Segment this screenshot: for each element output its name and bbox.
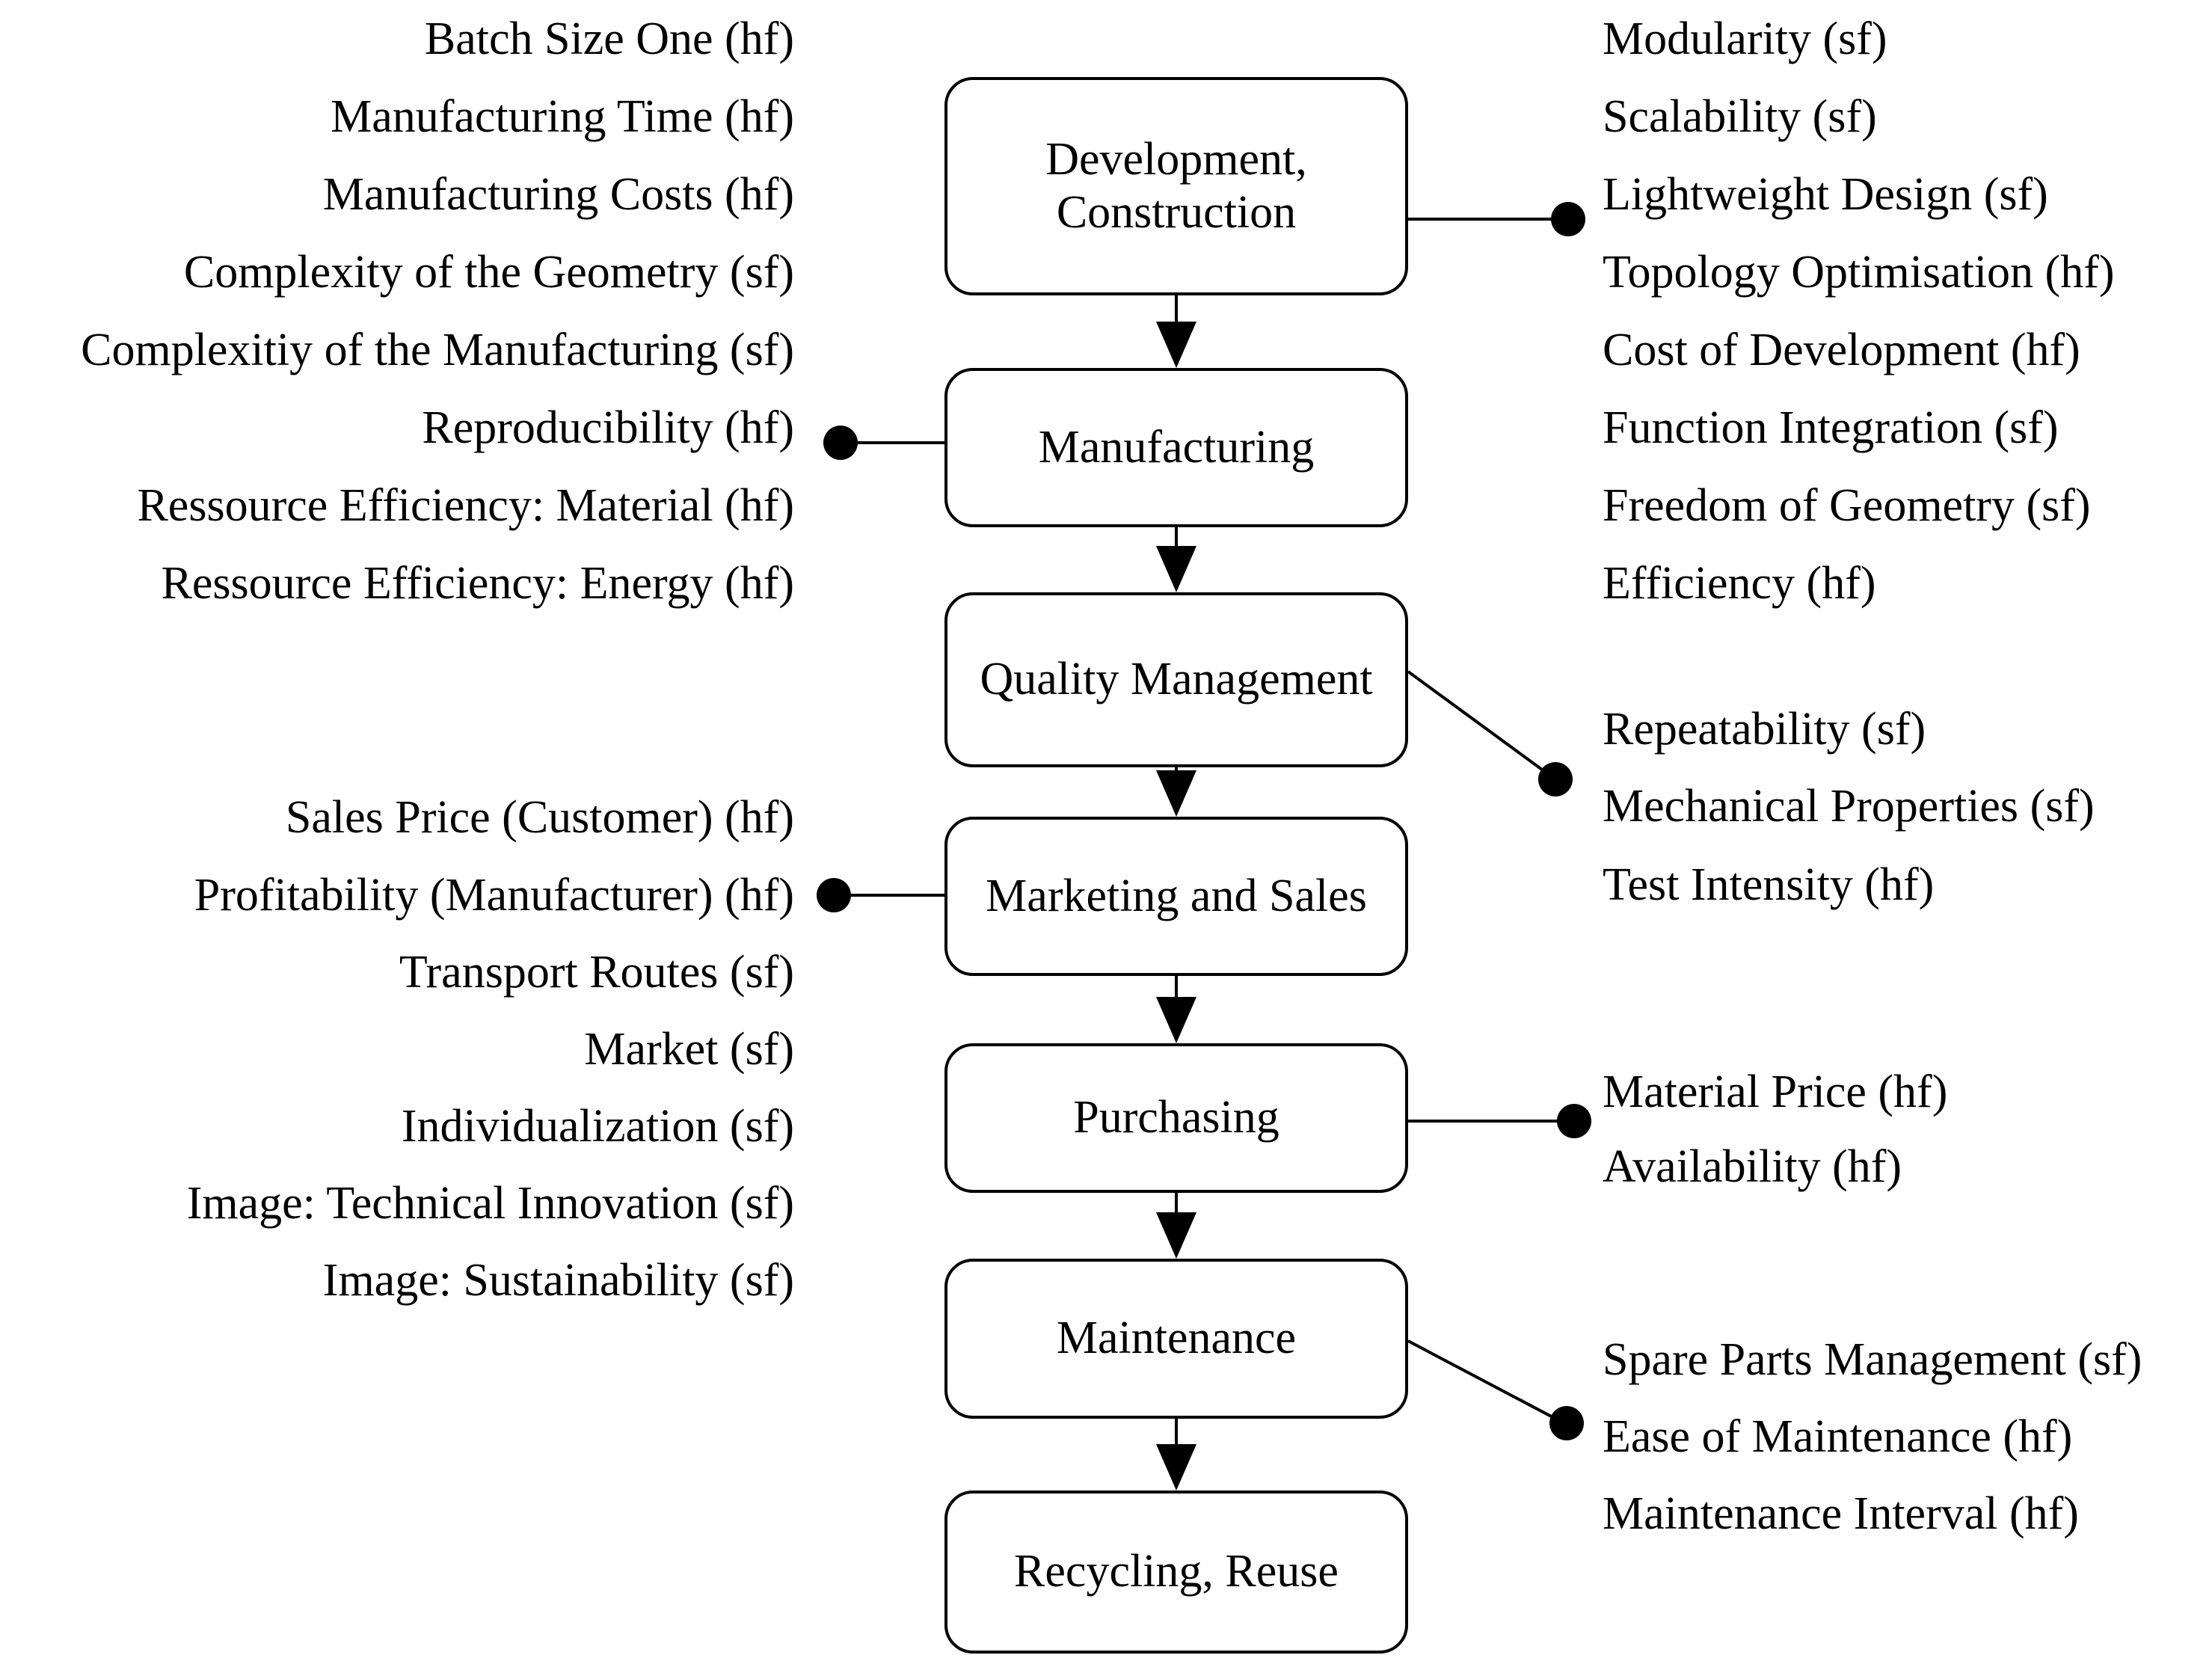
factor-item: Modularity (sf) [1603, 13, 1887, 64]
flow-line [1175, 767, 1178, 770]
factor-item: Image: Technical Innovation (sf) [186, 1177, 794, 1229]
factor-item: Reproducibility (hf) [422, 402, 794, 453]
factor-item: Transport Routes (sf) [399, 946, 794, 998]
process-box-purchasing: Purchasing [944, 1043, 1408, 1193]
connector-dot [1549, 1406, 1584, 1440]
factor-item: Lightweight Design (sf) [1603, 168, 2048, 220]
process-box-manufacturing: Manufacturing [944, 368, 1408, 527]
arrow-down-icon [1156, 997, 1196, 1043]
factor-item: Market (sf) [584, 1023, 794, 1075]
connector-line [1408, 218, 1568, 221]
flow-line [1175, 976, 1178, 997]
process-box-label: Maintenance [1056, 1313, 1297, 1364]
factor-item: Manufacturing Costs (hf) [322, 168, 794, 220]
factor-item: Manufacturing Time (hf) [331, 90, 794, 142]
factor-item: Ressource Efficiency: Material (hf) [137, 479, 794, 531]
connector-line [1407, 670, 1557, 781]
process-box-label: Purchasing [1073, 1092, 1279, 1143]
factor-item: Individualization (sf) [401, 1100, 794, 1152]
connector-dot [817, 878, 851, 912]
process-box-quality-management: Quality Management [944, 592, 1408, 767]
process-box-recycling-reuse: Recycling, Reuse [944, 1491, 1408, 1654]
connector-dot [1538, 762, 1573, 796]
process-box-label: Quality Management [980, 654, 1373, 705]
connector-line [1407, 1339, 1568, 1426]
factor-item: Topology Optimisation (hf) [1603, 246, 2115, 298]
arrow-down-icon [1156, 546, 1196, 592]
factor-item: Spare Parts Management (sf) [1603, 1333, 2142, 1385]
process-box-development-construction: Development, Construction [944, 77, 1408, 295]
flow-line [1175, 1419, 1178, 1444]
process-box-marketing-and-sales: Marketing and Sales [944, 817, 1408, 976]
factor-item: Sales Price (Customer) (hf) [285, 791, 794, 843]
connector-dot [1551, 202, 1585, 236]
factor-item: Mechanical Properties (sf) [1603, 780, 2095, 832]
factor-item: Complexitiy of the Manufacturing (sf) [81, 324, 794, 375]
connector-dot [1557, 1104, 1591, 1138]
flow-line [1175, 1193, 1178, 1212]
factor-item: Maintenance Interval (hf) [1603, 1488, 2079, 1539]
factor-item: Freedom of Geometry (sf) [1603, 479, 2091, 531]
process-box-maintenance: Maintenance [944, 1259, 1408, 1419]
flow-line [1175, 295, 1178, 322]
arrow-down-icon [1156, 1212, 1196, 1259]
factor-item: Material Price (hf) [1603, 1066, 1948, 1117]
factor-item: Cost of Development (hf) [1603, 324, 2080, 375]
factor-item: Ease of Maintenance (hf) [1603, 1410, 2073, 1462]
factor-item: Image: Sustainability (sf) [322, 1254, 794, 1306]
process-box-label: Construction [1056, 187, 1297, 238]
process-box-label: Manufacturing [1038, 421, 1315, 473]
factor-item: Availability (hf) [1603, 1141, 1902, 1192]
connector-line [841, 441, 944, 444]
factor-item: Efficiency (hf) [1603, 557, 1876, 609]
process-box-label: Marketing and Sales [986, 870, 1367, 921]
factor-item: Scalability (sf) [1603, 90, 1877, 142]
process-box-label: Development, [1045, 133, 1307, 185]
arrow-down-icon [1156, 770, 1196, 817]
factor-item: Batch Size One (hf) [424, 13, 794, 64]
factor-item: Repeatability (sf) [1603, 703, 1926, 755]
connector-line [1408, 1120, 1574, 1123]
factor-item: Complexity of the Geometry (sf) [183, 246, 794, 298]
process-box-label: Recycling, Reuse [1014, 1546, 1339, 1597]
factor-item: Profitability (Manufacturer) (hf) [194, 869, 794, 921]
connector-line [834, 894, 944, 897]
factor-item: Function Integration (sf) [1603, 402, 2059, 453]
flow-line [1175, 527, 1178, 546]
connector-dot [823, 426, 858, 460]
arrow-down-icon [1156, 322, 1196, 368]
factor-item: Test Intensity (hf) [1603, 859, 1935, 910]
arrow-down-icon [1156, 1444, 1196, 1491]
factor-item: Ressource Efficiency: Energy (hf) [161, 557, 794, 609]
